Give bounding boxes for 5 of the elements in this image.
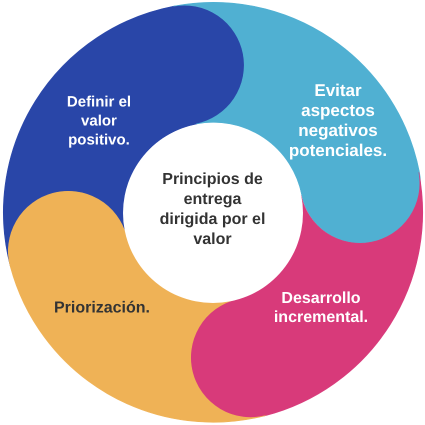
center-title: Principios de entrega dirigida por el valor [158,170,266,250]
segment-label: Priorización. [52,298,151,318]
segment-label: Evitar aspectos negativos potenciales. [288,80,388,161]
segment-label: Desarrollo incremental. [272,288,370,327]
segment-label: Definir el valor positivo. [66,92,132,150]
